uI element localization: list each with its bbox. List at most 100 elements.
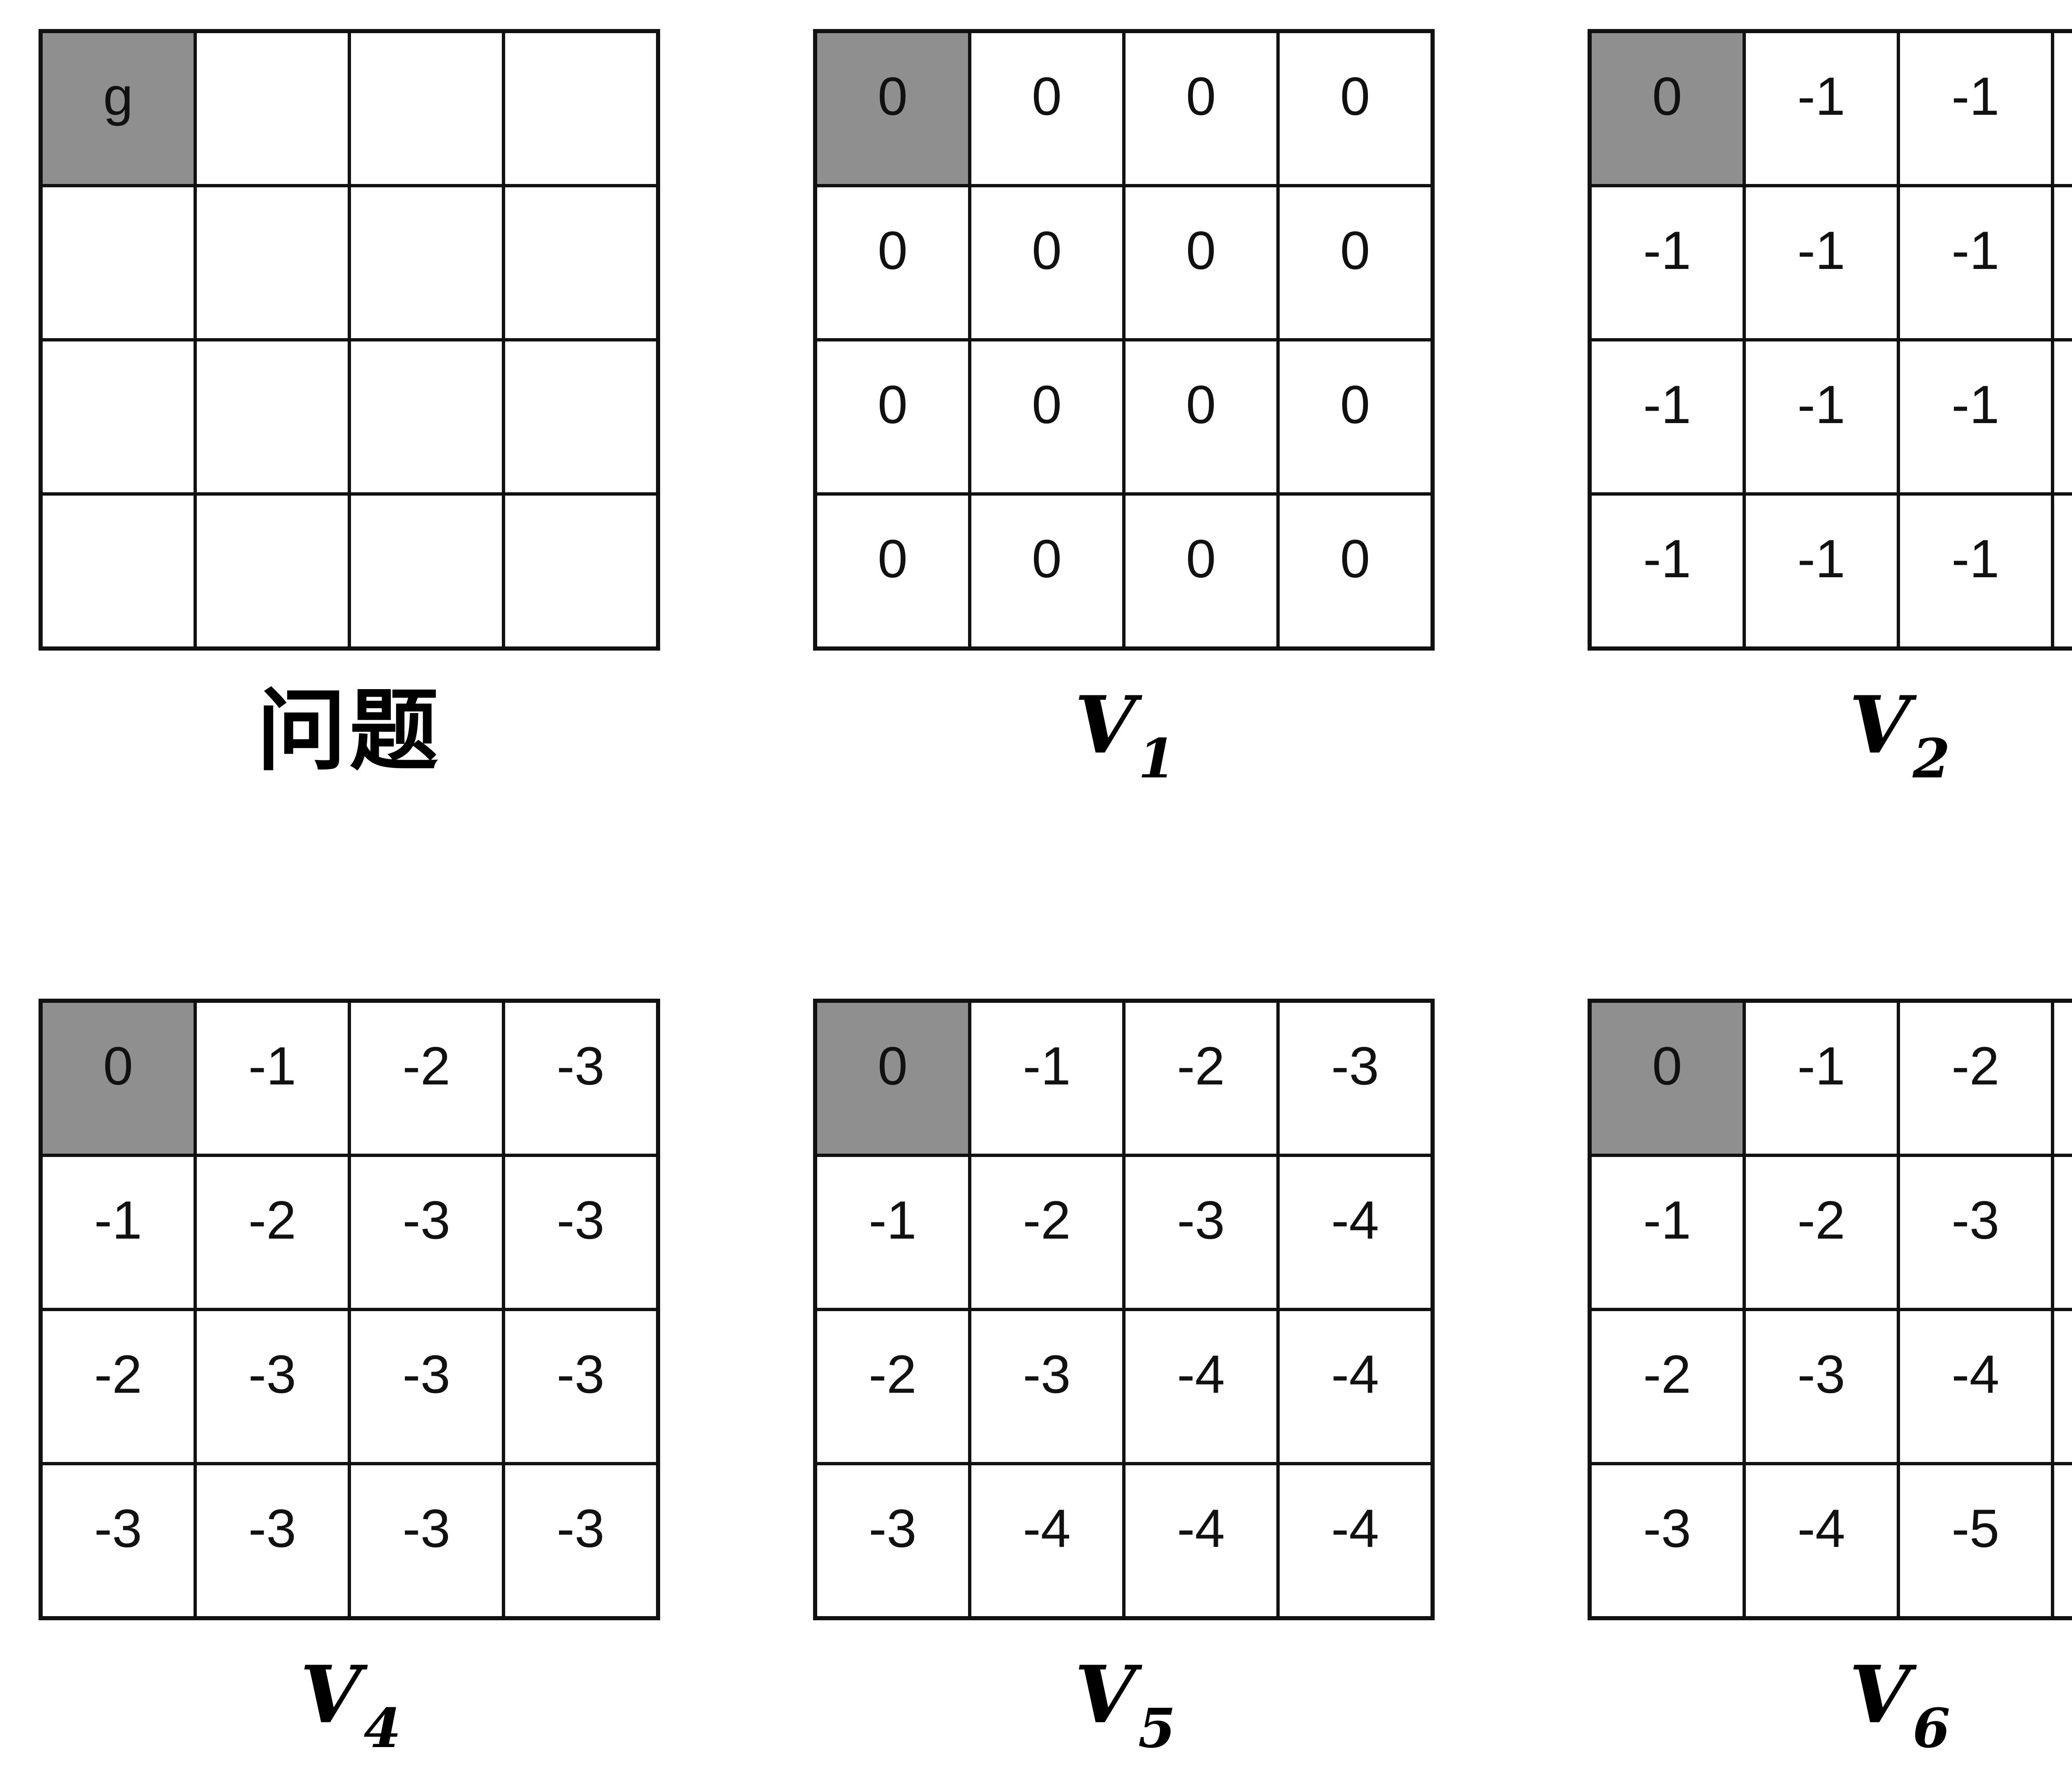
grid-cell-v6-r2c1: -3 bbox=[1746, 1311, 1897, 1462]
grid-cell-problem-r0c3 bbox=[505, 33, 656, 184]
panel-problem: g 问题 bbox=[39, 29, 660, 789]
grid-cell-problem-r1c3 bbox=[505, 187, 656, 338]
grid-cell-v4-r0c1: -1 bbox=[197, 1003, 348, 1154]
grid-cell-problem-r0c2 bbox=[351, 33, 502, 184]
grid-cell-v2-r2c0: -1 bbox=[1592, 341, 1743, 492]
grid-cell-v6-r0c1: -1 bbox=[1746, 1003, 1897, 1154]
grid-cell-v4-r3c1: -3 bbox=[197, 1465, 348, 1616]
grid-cell-v5-r1c2: -3 bbox=[1126, 1157, 1276, 1308]
grid-label-subscript: 1 bbox=[1138, 727, 1176, 790]
grid-cell-v6-r3c3: -5 bbox=[2054, 1465, 2072, 1616]
grid-cell-v4-r1c2: -3 bbox=[351, 1157, 502, 1308]
grid-cell-v6-r3c1: -4 bbox=[1746, 1465, 1897, 1616]
grid-label-main: 问题 bbox=[257, 678, 442, 783]
grid-cell-v2-r3c3: -1 bbox=[2054, 496, 2072, 646]
grid-cell-v4-r2c2: -3 bbox=[351, 1311, 502, 1462]
grid-label-main: V bbox=[300, 1648, 361, 1741]
grid-cell-v4-r3c3: -3 bbox=[505, 1465, 656, 1616]
grid-cell-v4-r3c2: -3 bbox=[351, 1465, 502, 1616]
grid-cell-v6-r1c0: -1 bbox=[1592, 1157, 1743, 1308]
goal-cell-problem-r0c0: g bbox=[43, 33, 194, 184]
grid-cell-v5-r2c1: -3 bbox=[971, 1311, 1122, 1462]
grid-cell-problem-r1c2 bbox=[351, 187, 502, 338]
grid-cell-v6-r3c0: -3 bbox=[1592, 1465, 1743, 1616]
goal-cell-v5-r0c0: 0 bbox=[817, 1003, 968, 1154]
goal-cell-v6-r0c0: 0 bbox=[1592, 1003, 1743, 1154]
grid-cell-v2-r0c1: -1 bbox=[1746, 33, 1897, 184]
goal-cell-v4-r0c0: 0 bbox=[43, 1003, 194, 1154]
grid-label-v6: V6 bbox=[1849, 1655, 1950, 1760]
grid-cell-v5-r2c2: -4 bbox=[1126, 1311, 1276, 1462]
grid-cell-v6-r0c3: -3 bbox=[2054, 1003, 2072, 1154]
grid-cell-v6-r1c1: -2 bbox=[1746, 1157, 1897, 1308]
grid-cell-v6-r2c0: -2 bbox=[1592, 1311, 1743, 1462]
grid-cell-v6-r3c2: -5 bbox=[1900, 1465, 2051, 1616]
grid-label-main: V bbox=[1849, 679, 1910, 771]
grid-cell-v4-r3c0: -3 bbox=[43, 1465, 194, 1616]
grid-cell-v5-r1c1: -2 bbox=[971, 1157, 1122, 1308]
grid-cell-v2-r0c3: -1 bbox=[2054, 33, 2072, 184]
grid-cell-v1-r2c0: 0 bbox=[817, 341, 968, 492]
grid-cell-v1-r0c2: 0 bbox=[1126, 33, 1276, 184]
grid-cell-problem-r3c0 bbox=[43, 496, 194, 646]
grid-label-v2: V2 bbox=[1849, 686, 1950, 790]
grid-cell-v6-r0c2: -2 bbox=[1900, 1003, 2051, 1154]
grid-cell-v4-r0c3: -3 bbox=[505, 1003, 656, 1154]
grid-cell-problem-r1c0 bbox=[43, 187, 194, 338]
grid-cell-v5-r2c0: -2 bbox=[817, 1311, 968, 1462]
grid-cell-problem-r3c2 bbox=[351, 496, 502, 646]
grid-cell-v5-r0c2: -2 bbox=[1126, 1003, 1276, 1154]
grid-v5: 0-1-2-3-1-2-3-4-2-3-4-4-3-4-4-4 bbox=[813, 999, 1435, 1620]
grid-cell-v5-r0c3: -3 bbox=[1280, 1003, 1431, 1154]
grid-cell-v5-r1c0: -1 bbox=[817, 1157, 968, 1308]
grid-cell-v2-r2c3: -1 bbox=[2054, 341, 2072, 492]
grid-cell-v1-r0c3: 0 bbox=[1280, 33, 1431, 184]
grid-cell-v1-r3c2: 0 bbox=[1126, 496, 1276, 646]
grid-cell-v1-r3c1: 0 bbox=[971, 496, 1122, 646]
grid-cell-v5-r1c3: -4 bbox=[1280, 1157, 1431, 1308]
grid-v6: 0-1-2-3-1-2-3-4-2-3-4-5-3-4-5-5 bbox=[1588, 999, 2072, 1620]
grid-cell-v6-r1c2: -3 bbox=[1900, 1157, 2051, 1308]
grid-cell-v2-r3c1: -1 bbox=[1746, 496, 1897, 646]
grid-label-v5: V5 bbox=[1075, 1655, 1176, 1759]
grid-label-subscript: 4 bbox=[363, 1697, 401, 1760]
grid-cell-v1-r0c1: 0 bbox=[971, 33, 1122, 184]
grid-cell-problem-r2c0 bbox=[43, 341, 194, 492]
grid-label-subscript: 2 bbox=[1912, 727, 1950, 790]
grid-cell-v2-r1c2: -1 bbox=[1900, 187, 2051, 338]
grid-cell-problem-r3c3 bbox=[505, 496, 656, 646]
grid-v2: 0-1-1-1-1-1-1-1-1-1-1-1-1-1-1-1 bbox=[1588, 29, 2072, 651]
grid-cell-v4-r1c3: -3 bbox=[505, 1157, 656, 1308]
grid-label-main: V bbox=[1849, 1648, 1910, 1741]
grid-cell-v1-r2c1: 0 bbox=[971, 341, 1122, 492]
grid-cell-v6-r1c3: -4 bbox=[2054, 1157, 2072, 1308]
grid-label-v4: V4 bbox=[300, 1655, 401, 1760]
grid-cell-v1-r1c0: 0 bbox=[817, 187, 968, 338]
grid-cell-v2-r2c1: -1 bbox=[1746, 341, 1897, 492]
grid-cell-v2-r0c2: -1 bbox=[1900, 33, 2051, 184]
grid-cell-v2-r1c3: -1 bbox=[2054, 187, 2072, 338]
grid-label-subscript: 6 bbox=[1912, 1697, 1950, 1760]
grid-cell-v4-r0c2: -2 bbox=[351, 1003, 502, 1154]
grid-cell-v2-r1c1: -1 bbox=[1746, 187, 1897, 338]
grid-cell-v5-r3c2: -4 bbox=[1126, 1465, 1276, 1616]
grid-cell-v1-r2c3: 0 bbox=[1280, 341, 1431, 492]
goal-cell-v1-r0c0: 0 bbox=[817, 33, 968, 184]
grid-cell-problem-r2c2 bbox=[351, 341, 502, 492]
grid-cell-v2-r3c0: -1 bbox=[1592, 496, 1743, 646]
grid-cell-v6-r2c3: -5 bbox=[2054, 1311, 2072, 1462]
grid-cell-v5-r3c0: -3 bbox=[817, 1465, 968, 1616]
grid-label-main: V bbox=[1075, 1648, 1136, 1741]
grid-cell-v4-r2c1: -3 bbox=[197, 1311, 348, 1462]
grid-cell-v5-r2c3: -4 bbox=[1280, 1311, 1431, 1462]
grid-cell-problem-r3c1 bbox=[197, 496, 348, 646]
panel-v6: 0-1-2-3-1-2-3-4-2-3-4-5-3-4-5-5V6 bbox=[1588, 999, 2072, 1759]
grid-cell-v1-r1c3: 0 bbox=[1280, 187, 1431, 338]
